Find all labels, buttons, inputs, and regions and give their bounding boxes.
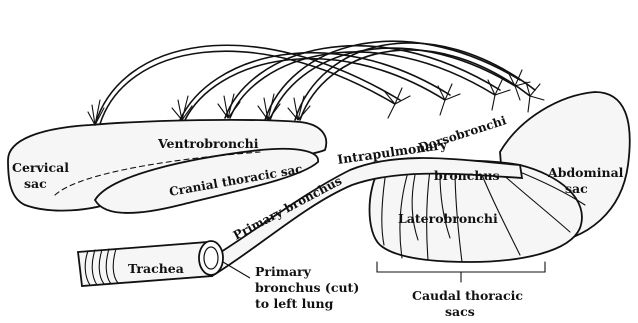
label-bronchus: bronchus bbox=[434, 168, 500, 183]
label-cervical-sac: Cervical bbox=[12, 160, 69, 175]
leader-primary-bronchus-cut bbox=[223, 262, 250, 278]
label-cervical-sac-2: sac bbox=[24, 176, 47, 191]
label-primary-bronchus-cut-1: Primary bbox=[255, 264, 312, 279]
label-ventrobronchi: Ventrobronchi bbox=[157, 136, 259, 151]
label-dorsobronchi: Dorsobronchi bbox=[417, 113, 509, 155]
ventrobronchi-tubes bbox=[95, 41, 535, 125]
label-abdominal-sac-2: sac bbox=[565, 181, 588, 196]
label-primary-bronchus-cut-3: to left lung bbox=[255, 296, 334, 311]
cut-bronchus-opening bbox=[199, 241, 223, 275]
label-primary-bronchus-cut-2: bronchus (cut) bbox=[255, 280, 359, 295]
label-laterobronchi: Laterobronchi bbox=[398, 211, 498, 226]
label-trachea: Trachea bbox=[128, 261, 184, 276]
label-caudal-thoracic-sacs: Caudal thoracic bbox=[412, 288, 523, 303]
label-caudal-thoracic-sacs-2: sacs bbox=[445, 304, 475, 319]
caudal-sacs-bracket bbox=[377, 262, 545, 282]
label-abdominal-sac: Abdominal bbox=[547, 165, 624, 180]
parabronchi-tufts bbox=[88, 70, 544, 125]
